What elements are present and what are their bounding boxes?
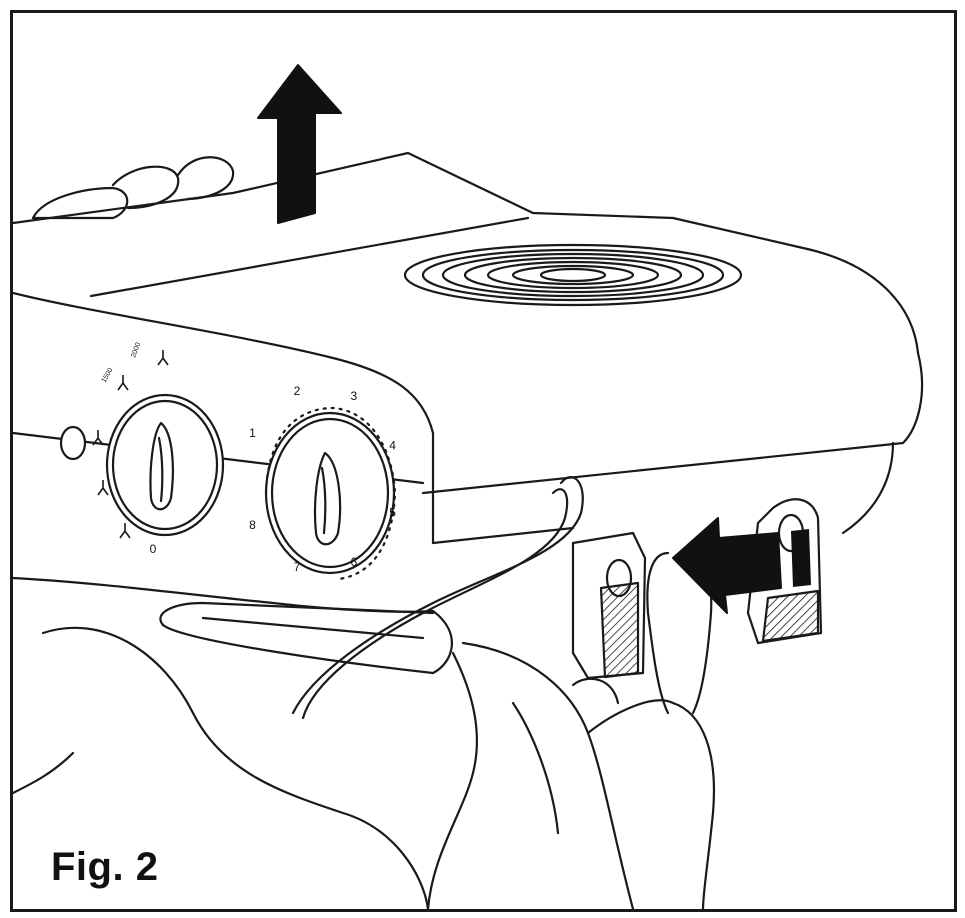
heater-top — [13, 151, 920, 435]
thermostat-scale-label: 7 — [294, 560, 301, 574]
release-clip-left — [571, 531, 647, 680]
mode-dial — [105, 393, 225, 537]
fan-symbol-icon — [117, 375, 129, 391]
fan-symbol-icon — [157, 350, 169, 366]
heater-stand — [159, 601, 453, 675]
thermostat-scale-label: 4 — [389, 438, 396, 452]
thermostat-scale: 1 2 3 4 5 6 7 8 — [249, 384, 396, 574]
lifting-hand-fingers — [31, 156, 235, 220]
figure-caption: Fig. 2 — [51, 845, 159, 889]
thermostat-scale-label: 5 — [389, 506, 396, 520]
vent-grille — [403, 243, 743, 307]
indicator-lamp — [59, 425, 87, 461]
heater-illustration: 0 1500 2000 1 2 3 4 5 6 7 8 — [13, 64, 924, 909]
lower-hand — [13, 551, 715, 909]
fan-symbol-icon — [92, 430, 104, 446]
thermostat-scale-label: 6 — [350, 555, 357, 569]
thermostat-scale-label: 2 — [294, 384, 301, 398]
mode-dial-off-label: 0 — [150, 542, 157, 556]
thermostat-dial — [264, 406, 397, 581]
lift-up-arrow-icon — [257, 64, 342, 224]
mode-dial-power-label: 2000 — [130, 342, 142, 359]
mode-dial-power-label: 1500 — [101, 367, 115, 384]
figure-frame: 0 1500 2000 1 2 3 4 5 6 7 8 Fig. 2 — [10, 10, 957, 912]
thermostat-scale-label: 1 — [249, 426, 256, 440]
thermostat-scale-label: 8 — [249, 518, 256, 532]
fan-symbol-icon — [119, 523, 131, 539]
thermostat-scale-label: 3 — [350, 389, 357, 403]
power-cord — [291, 476, 584, 720]
fan-symbol-icon — [97, 480, 109, 496]
push-left-arrow-icon — [672, 517, 811, 614]
